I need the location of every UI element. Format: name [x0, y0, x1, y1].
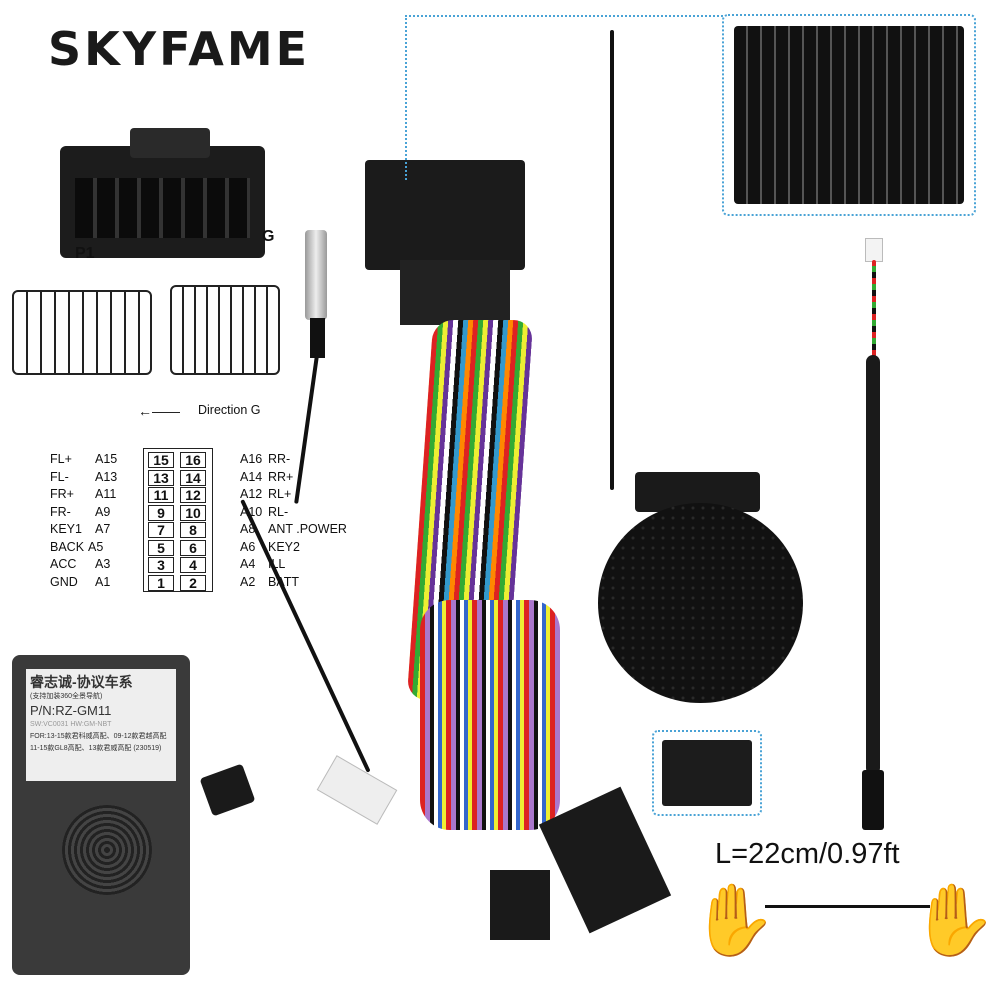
decoder-box: 睿志诚-协议车系 (支持加装360全景导航) P/N:RZ-GM11 SW:VC… — [12, 655, 190, 975]
pin-number: 4 — [180, 557, 206, 573]
pin-number: 15 — [148, 452, 174, 468]
harness-main-plug — [365, 160, 525, 270]
decoder-line2: 11-15款GL8高配、13款君威高配 (230519) — [30, 745, 162, 752]
pin-right-code: A14 — [240, 469, 263, 484]
pin-number: 7 — [148, 522, 174, 538]
pin-left-code: A15 — [95, 452, 118, 466]
decoder-title: 睿志诚-协议车系 — [30, 674, 133, 690]
decoder-line1: FOR:13-15款君科威高配、09-12款君越高配 — [30, 733, 167, 740]
connector-drawing-side — [170, 285, 280, 375]
pin-right-code: A6 — [240, 539, 256, 554]
pin-right-code: A4 — [240, 557, 256, 571]
direction-arrow-icon: ←—— — [138, 403, 180, 419]
g-label: G — [262, 228, 275, 245]
decoder-version: SW:VC0031 HW:GM-NBT — [30, 721, 112, 728]
pin-left-code: A13 — [95, 469, 118, 484]
skyfame-logo: SKYFAME — [48, 22, 311, 76]
length-line — [765, 905, 930, 908]
connector-drawing-front — [12, 290, 152, 375]
pin-left-name: FR+ — [50, 487, 74, 501]
pin-left-code: A3 — [95, 557, 111, 571]
speaker — [598, 503, 803, 703]
decoder-speaker-grille — [62, 805, 152, 895]
pin-number: 2 — [180, 574, 206, 591]
pin-left-code: A7 — [95, 522, 111, 536]
pin-number: 10 — [180, 504, 206, 521]
decoder-subtitle: (支持加装360全景导航) — [30, 693, 103, 700]
pin-left-code: A5 — [88, 539, 104, 554]
antenna-plug — [305, 230, 327, 320]
pin-number: 9 — [148, 504, 174, 521]
pin-left-code: A11 — [95, 487, 117, 501]
antenna-connector — [199, 763, 256, 817]
pin-right-name: RR+ — [268, 469, 294, 484]
usb-connector-bottom — [862, 770, 884, 830]
pin-right-name: RL- — [268, 504, 289, 519]
pin-number: 1 — [148, 574, 174, 591]
pin-left-name: FR- — [50, 504, 71, 519]
pin-left-name: GND — [50, 574, 78, 589]
pin-left-name: FL+ — [50, 452, 72, 466]
connector-closeup-inset-bottom — [652, 730, 762, 816]
pinout-diagram — [143, 448, 213, 592]
pin-left-name: ACC — [50, 557, 77, 571]
pin-number: 16 — [180, 452, 206, 468]
pin-left-name: BACK — [50, 539, 85, 554]
pin-right-code: A12 — [240, 487, 263, 501]
hand-left-icon: ✋ — [690, 881, 778, 959]
length-label: L=22cm/0.97ft — [715, 838, 900, 870]
harness-connector-a — [490, 870, 550, 940]
pin-right-name: KEY2 — [268, 539, 300, 554]
pin-left-code: A1 — [95, 574, 111, 589]
usb-connector-top — [865, 238, 883, 262]
p1-label: P1 — [75, 245, 95, 262]
pin-right-code: A16 — [240, 452, 263, 466]
pin-number: 8 — [180, 522, 206, 538]
pin-number: 13 — [148, 469, 174, 486]
pin-number: 14 — [180, 469, 206, 486]
pin-number: 5 — [148, 539, 174, 556]
p1-connector-photo — [60, 128, 265, 258]
pin-left-name: FL- — [50, 469, 69, 484]
harness-connector-white — [316, 755, 398, 825]
pin-number: 6 — [180, 539, 206, 556]
pin-number: 3 — [148, 557, 174, 573]
direction-label: Direction G — [198, 403, 261, 417]
connector-closeup-inset-top — [722, 14, 976, 216]
pin-number: 11 — [148, 487, 174, 503]
hand-right-icon: ✋ — [910, 881, 998, 959]
pin-right-name: ANT .POWER — [268, 522, 347, 536]
pin-right-code: A2 — [240, 574, 256, 589]
pin-right-name: RL+ — [268, 487, 292, 501]
pin-number: 12 — [180, 487, 206, 503]
decoder-part-number: P/N:RZ-GM11 — [30, 703, 112, 718]
pin-right-name: RR- — [268, 452, 291, 466]
pin-left-code: A9 — [95, 504, 111, 519]
pin-left-name: KEY1 — [50, 522, 82, 536]
